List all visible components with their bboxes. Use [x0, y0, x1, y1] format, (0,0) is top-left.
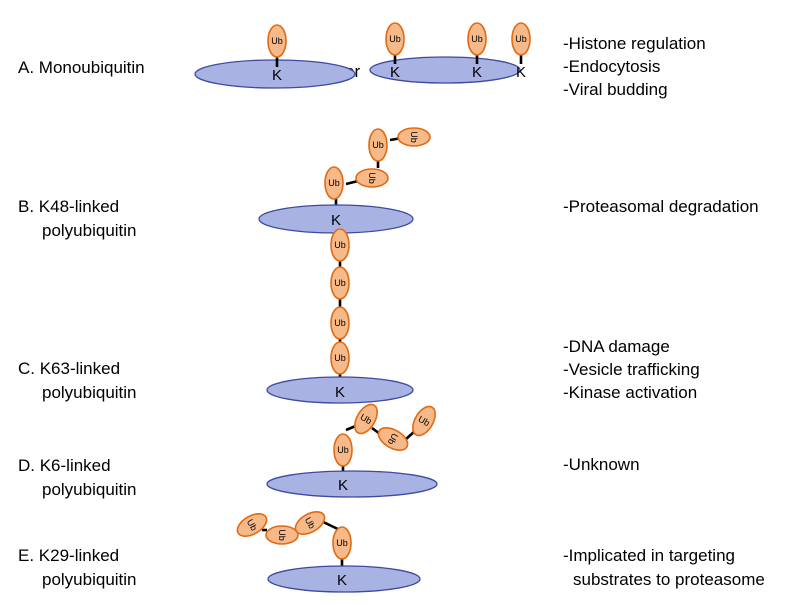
lysine-e: K: [337, 572, 347, 589]
ubiquitin-label: Ub: [271, 36, 283, 46]
ubiquitin-e-3: Ub: [265, 525, 299, 545]
lysine-b: K: [331, 212, 341, 229]
ubiquitin-c-1: Ub: [330, 228, 350, 262]
lysine-d: K: [338, 477, 348, 494]
ubiquitin-d-4: Ub: [412, 405, 436, 437]
section-e-function-2: substrates to proteasome: [573, 570, 765, 589]
ubiquitin-oval: [368, 128, 388, 162]
ubiquitin-oval: [236, 513, 268, 537]
ubiquitin-c-2: Ub: [330, 266, 350, 300]
section-b-subtitle: polyubiquitin: [42, 221, 137, 240]
ubiquitin-d-2: Ub: [354, 403, 378, 435]
ubiquitin-c-4: Ub: [330, 341, 350, 375]
section-a-function-1: -Histone regulation: [563, 34, 706, 53]
lysine-a-left: K: [272, 67, 282, 84]
ubiquitin-e-1: Ub: [332, 526, 352, 560]
section-a-function-3: -Viral budding: [563, 80, 668, 99]
ubiquitin-oval: [333, 433, 353, 467]
ubiquitin-oval: [467, 22, 487, 56]
ubiquitin-b-1: Ub: [324, 166, 344, 200]
section-d-subtitle: polyubiquitin: [42, 480, 137, 499]
section-e-subtitle: polyubiquitin: [42, 570, 137, 589]
ubiquitin-label: Ub: [372, 140, 384, 150]
lysine-a-right-2: K: [472, 64, 482, 81]
ubiquitin-label: Ub: [417, 414, 432, 428]
ubiquitin-a-left: Ub: [267, 24, 287, 58]
ubiquitin-oval: [265, 525, 299, 545]
section-a-title: A. Monoubiquitin: [18, 58, 145, 77]
ubiquitin-label: Ub: [367, 172, 377, 184]
ubiquitin-label: Ub: [334, 240, 346, 250]
section-c-subtitle: polyubiquitin: [42, 383, 137, 402]
section-c-title: C. K63-linked: [18, 359, 121, 378]
ubiquitin-oval: [397, 127, 431, 147]
lysine-c: K: [335, 384, 345, 401]
ubiquitin-oval: [332, 526, 352, 560]
substrate-c: [266, 376, 414, 404]
section-d-function-1: -Unknown: [563, 455, 640, 474]
ubiquitin-oval: [330, 341, 350, 375]
ubiquitin-label: Ub: [389, 34, 401, 44]
ubiquitin-a-right-2: Ub: [467, 22, 487, 56]
substrate-a-right: [369, 56, 521, 84]
ubiquitin-oval: [511, 22, 531, 56]
ubiquitin-label: Ub: [471, 34, 483, 44]
ubiquitin-a-right-3: Ub: [511, 22, 531, 56]
ubiquitin-c-3: Ub: [330, 306, 350, 340]
section-b-title: B. K48-linked: [18, 197, 120, 216]
ubiquitin-d-3: Ub: [377, 427, 409, 451]
ubiquitin-label: Ub: [515, 34, 527, 44]
ubiquitin-oval: [330, 228, 350, 262]
ubiquitin-oval: [377, 427, 409, 451]
ubiquitin-oval: [324, 166, 344, 200]
ubiquitin-label: Ub: [328, 178, 340, 188]
section-e-title: E. K29-linked: [18, 546, 120, 565]
ubiquitin-oval: [385, 22, 405, 56]
ubiquitin-oval: [330, 266, 350, 300]
ubiquitin-label: Ub: [334, 353, 346, 363]
section-d-title: D. K6-linked: [18, 456, 111, 475]
section-c-function-3: -Kinase activation: [563, 383, 698, 402]
lysine-a-right-1: K: [390, 64, 400, 81]
ubiquitin-d-1: Ub: [333, 433, 353, 467]
substrate-a-left: [194, 59, 356, 89]
ubiquitin-a-right-1: Ub: [385, 22, 405, 56]
ubiquitin-label: Ub: [245, 518, 259, 533]
section-e-function-1: -Implicated in targeting: [563, 546, 735, 565]
substrate-e: [267, 565, 421, 593]
ubiquitin-label: Ub: [386, 432, 400, 447]
ubiquitin-oval: [330, 306, 350, 340]
ubiquitin-oval: [354, 403, 378, 435]
ubiquitin-oval: [412, 405, 436, 437]
ubiquitin-b-3: Ub: [368, 128, 388, 162]
ubiquitin-label: Ub: [277, 529, 287, 541]
ubiquitin-label: Ub: [336, 538, 348, 548]
section-c-function-2: -Vesicle trafficking: [563, 360, 700, 379]
lysine-a-right-3: K: [516, 64, 526, 81]
section-a-function-2: -Endocytosis: [563, 57, 661, 76]
ubiquitin-b-2: Ub: [355, 168, 389, 188]
ubiquitin-b-4: Ub: [397, 127, 431, 147]
section-c-function-1: -DNA damage: [563, 337, 670, 356]
substrate-d: [266, 470, 438, 498]
ubiquitin-label: Ub: [334, 318, 346, 328]
ubiquitin-oval: [267, 24, 287, 58]
ubiquitin-oval: [355, 168, 389, 188]
ubiquitin-label: Ub: [337, 445, 349, 455]
ubiquitin-label: Ub: [409, 131, 419, 143]
ubiquitin-label: Ub: [359, 412, 374, 426]
ubiquitin-label: Ub: [303, 516, 317, 531]
ubiquitin-label: Ub: [334, 278, 346, 288]
ubiquitin-e-4: Ub: [236, 513, 268, 537]
section-b-function-1: -Proteasomal degradation: [563, 197, 759, 216]
